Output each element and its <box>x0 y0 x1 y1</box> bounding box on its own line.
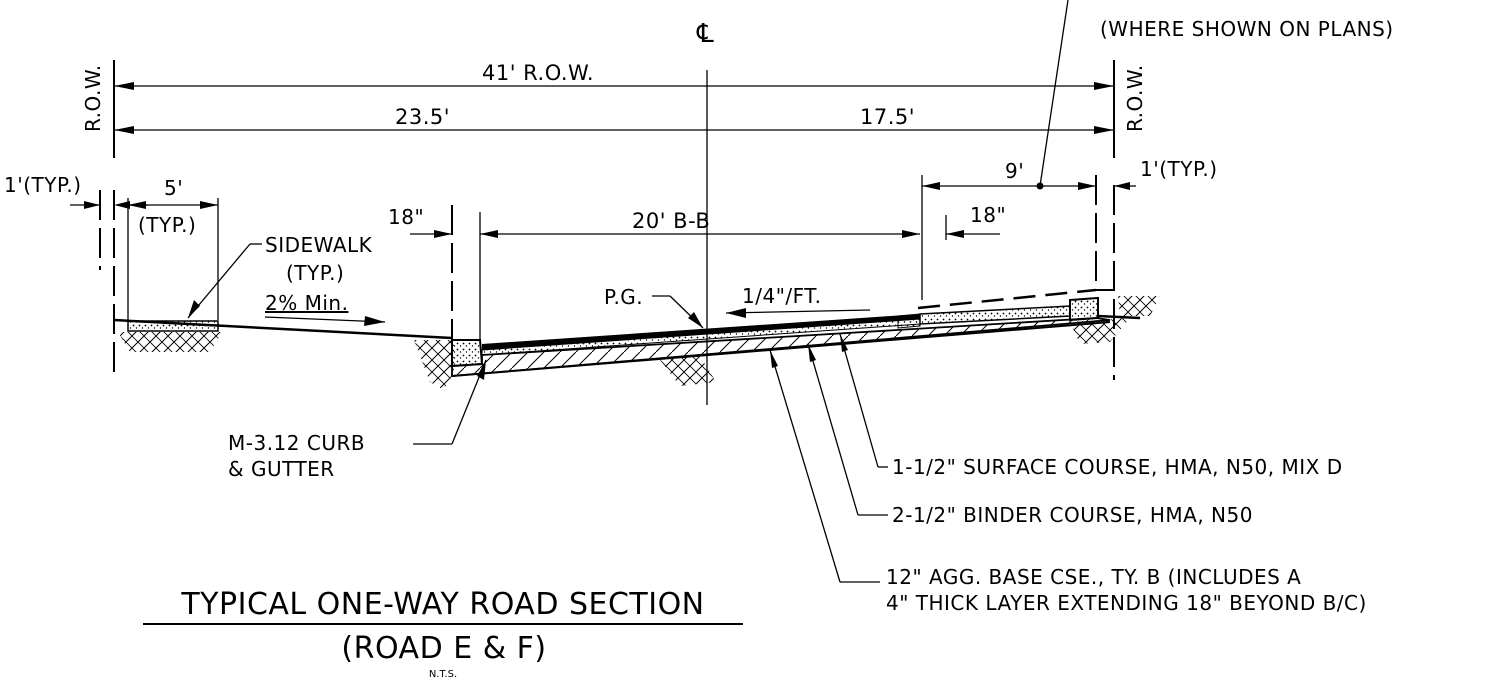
slope-label: 1/4"/FT. <box>742 284 821 308</box>
curb-label-line1: M-3.12 CURB <box>228 431 365 455</box>
sidewalk-label: SIDEWALK <box>265 233 373 257</box>
surface-label: 1-1/2" SURFACE COURSE, HMA, N50, MIX D <box>892 455 1343 479</box>
where-shown-text: (WHERE SHOWN ON PLANS) <box>1100 17 1394 41</box>
diagram-subtitle: (ROAD E & F) <box>341 631 546 666</box>
title-block: TYPICAL ONE-WAY ROAD SECTION (ROAD E & F… <box>143 587 743 680</box>
curb-gutter-left <box>451 339 484 368</box>
left-ground <box>113 318 454 390</box>
diagram-title: TYPICAL ONE-WAY ROAD SECTION <box>180 587 704 622</box>
dim-left-half-text: 23.5' <box>395 105 450 129</box>
layer-callouts: 1-1/2" SURFACE COURSE, HMA, N50, MIX D 2… <box>769 333 1367 615</box>
dim-row-total-text: 41' R.O.W. <box>482 61 594 85</box>
dim-1ft-right-text: 1'(TYP.) <box>1140 157 1218 181</box>
dim-row-total: 41' R.O.W. <box>114 61 1114 90</box>
pg-slope-callout: P.G. 1/4"/FT. <box>604 284 871 329</box>
dim-left-offsets: 1'(TYP.) 5' (TYP.) <box>4 173 219 380</box>
pg-label: P.G. <box>604 285 643 309</box>
base-label-line2: 4" THICK LAYER EXTENDING 18" BEYOND B/C) <box>886 591 1367 615</box>
dim-right-half-text: 17.5' <box>860 105 915 129</box>
sidewalk-slab <box>127 320 219 332</box>
two-percent-label: 2% Min. <box>265 291 348 315</box>
dim-18-left-text: 18" <box>388 205 424 229</box>
where-shown-callout: (WHERE SHOWN ON PLANS) <box>1039 0 1394 187</box>
dim-18-left: 18" <box>388 205 481 340</box>
dim-right-offsets: 9' 18" 1'(TYP.) <box>921 157 1218 380</box>
dim-5ft-typ-text: (TYP.) <box>138 213 196 237</box>
base-label-line1: 12" AGG. BASE CSE., TY. B (INCLUDES A <box>886 565 1301 589</box>
curb-callout: M-3.12 CURB & GUTTER <box>228 359 487 481</box>
sidewalk-callout: SIDEWALK (TYP.) 2% Min. <box>187 233 386 326</box>
dim-half-widths: 23.5' 17.5' <box>114 105 1114 134</box>
dim-18-right-text: 18" <box>970 203 1006 227</box>
dim-bb: 20' B-B <box>480 209 920 238</box>
sidewalk-typ-label: (TYP.) <box>286 261 344 285</box>
row-lines: R.O.W. R.O.W. <box>81 60 1147 158</box>
scale-note: N.T.S. <box>429 669 457 680</box>
dim-9ft-text: 9' <box>1005 159 1024 183</box>
centerline-symbol: ℄ <box>696 19 714 49</box>
curb-label-line2: & GUTTER <box>228 457 335 481</box>
binder-label: 2-1/2" BINDER COURSE, HMA, N50 <box>892 503 1253 527</box>
dim-1ft-left-text: 1'(TYP.) <box>4 173 82 197</box>
row-right-label: R.O.W. <box>1123 64 1147 132</box>
dim-bb-text: 20' B-B <box>632 209 710 233</box>
dim-5ft-text: 5' <box>164 176 183 200</box>
pavement <box>451 288 1160 386</box>
row-left-label: R.O.W. <box>81 64 105 132</box>
